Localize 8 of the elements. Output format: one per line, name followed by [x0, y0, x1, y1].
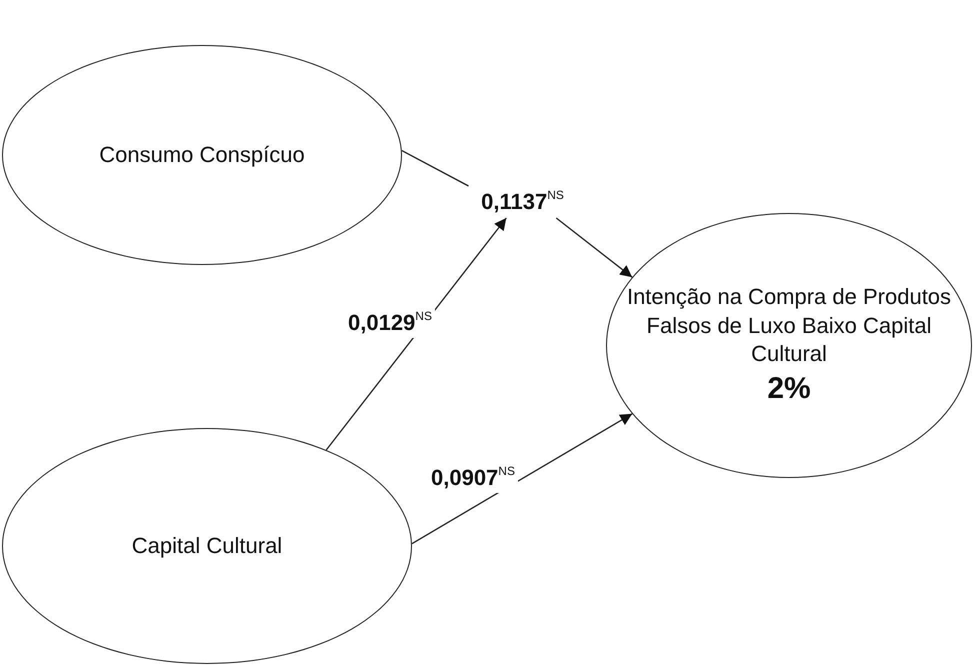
variable-name: Capital Cultural — [132, 532, 282, 560]
variable-name: Consumo Conspícuo — [99, 140, 305, 169]
variable-name: Intenção na Compra de Produtos Falsos de Luxo Baixo Capital Cultural — [626, 283, 952, 368]
arrow — [556, 217, 633, 278]
arrow — [326, 218, 507, 450]
arrow — [412, 413, 633, 544]
r-squared-value: 2% — [767, 370, 811, 407]
path-coefficient: 0,1137$^{NS}$ — [455, 186, 590, 218]
